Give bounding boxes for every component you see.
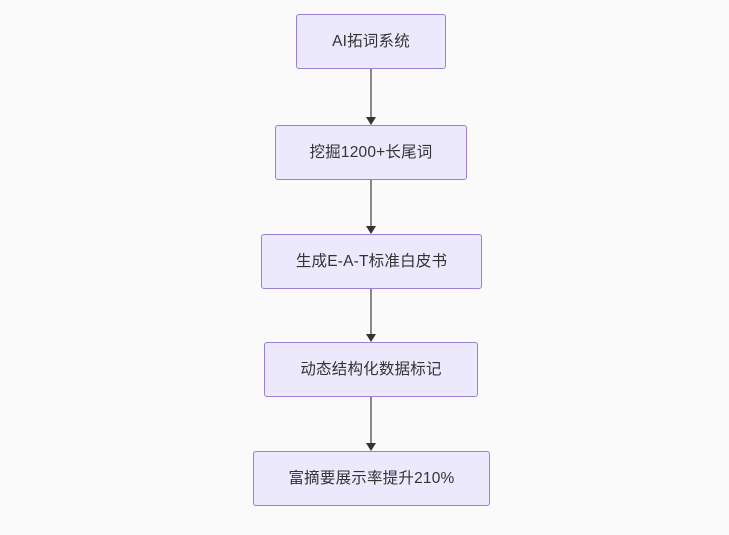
arrowhead-n2-n3 (365, 226, 376, 234)
arrowhead-n1-n2 (365, 117, 376, 125)
flowchart-node-rich-snippet-impression-lift[interactable]: 富摘要展示率提升210% (253, 451, 490, 506)
edge-n1-n2 (370, 69, 372, 117)
arrowhead-n4-n5 (365, 443, 376, 451)
flowchart-node-ai-keyword-system[interactable]: AI拓词系统 (296, 14, 446, 69)
flowchart-node-dynamic-structured-data-markup[interactable]: 动态结构化数据标记 (264, 342, 478, 397)
edge-n4-n5 (370, 396, 372, 443)
flowchart-node-mine-longtail-keywords[interactable]: 挖掘1200+长尾词 (275, 125, 467, 180)
flowchart-node-generate-eat-whitepaper[interactable]: 生成E-A-T标准白皮书 (261, 234, 482, 289)
arrowhead-n3-n4 (365, 334, 376, 342)
edge-n3-n4 (370, 289, 372, 334)
edge-n2-n3 (370, 180, 372, 226)
